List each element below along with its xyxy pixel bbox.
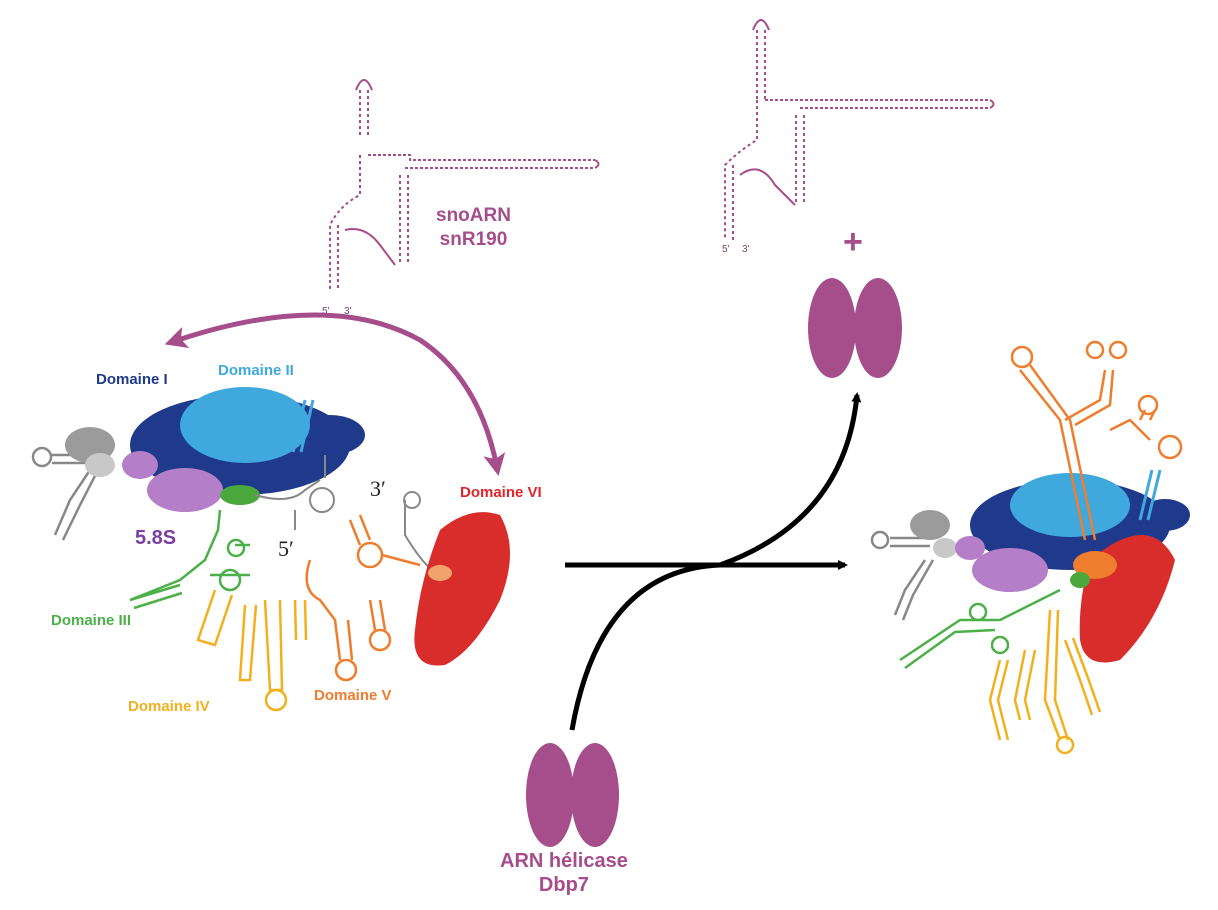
- snorna-structure-right: [724, 19, 995, 240]
- label-domain-iii: Domaine III: [51, 612, 132, 629]
- label-5-8s: 5.8S: [135, 527, 177, 549]
- pre-ribosome-right: [870, 340, 1190, 755]
- helicase-entry-arrow: [569, 562, 721, 731]
- snorna-right-3-end: 3': [742, 244, 750, 255]
- label-domain-i: Domaine I: [96, 371, 168, 388]
- helicase-label-line1: ARN hélicase: [500, 850, 628, 872]
- gray-helix: [31, 446, 100, 541]
- snorna-left-5-end: 5': [322, 306, 330, 317]
- plus-sign: +: [843, 223, 863, 261]
- snorna-structure-left: [329, 79, 600, 290]
- helicase-label: ARN hélicase Dbp7: [500, 849, 628, 897]
- release-arrow: [719, 392, 862, 568]
- snorna-label-line2: snR190: [439, 229, 508, 250]
- snorna-label: snoARN snR190: [436, 204, 511, 252]
- domain-iv-helices: [196, 589, 308, 712]
- helicase-dbp7-bottom: [526, 743, 619, 847]
- snorna-right-5-end: 5': [722, 244, 730, 255]
- snorna-label-line1: snoARN: [436, 205, 511, 226]
- snorna-binding-arrow: [164, 312, 506, 476]
- label-domain-vi: Domaine VI: [460, 484, 542, 501]
- domain-vi-density: [414, 512, 510, 666]
- pre-ribosome-left: [31, 387, 510, 712]
- label-domain-iv: Domaine IV: [128, 698, 210, 715]
- rrna-58s-density: [147, 468, 223, 512]
- helicase-label-line2: Dbp7: [538, 874, 589, 896]
- label-domain-v: Domaine V: [314, 687, 392, 704]
- label-domain-ii: Domaine II: [218, 362, 294, 379]
- domain-iii-helices: [129, 509, 250, 610]
- snorna-left-3-end: 3': [344, 306, 352, 317]
- domain-v-helices: [305, 514, 421, 682]
- domain-ii-density: [180, 387, 310, 463]
- helicase-dbp7-released: [808, 278, 902, 378]
- label-5-prime-end: 5′: [278, 536, 294, 561]
- label-3-prime-end: 3′: [370, 476, 386, 501]
